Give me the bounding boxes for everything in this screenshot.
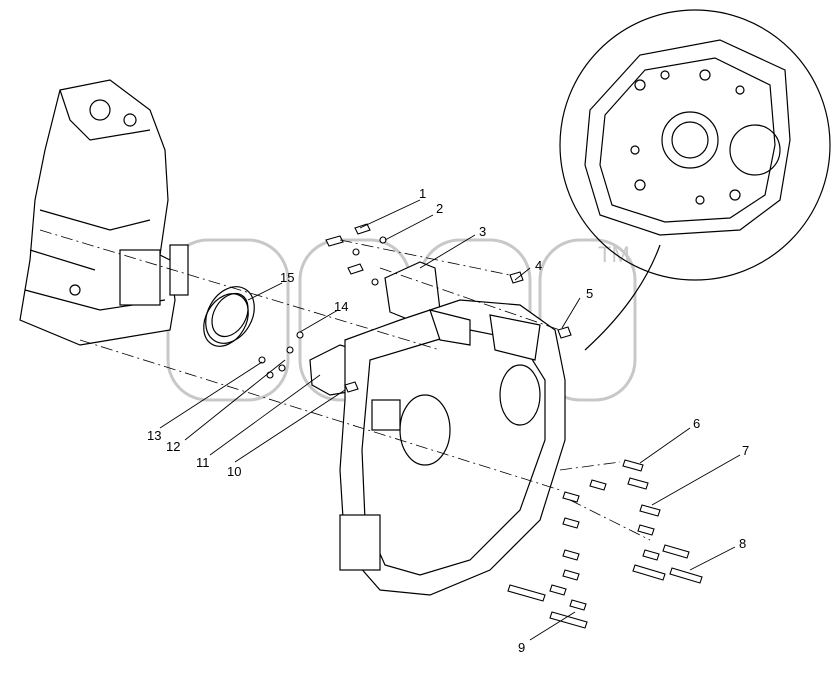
callout-13: 13 <box>147 428 161 443</box>
leader-lines <box>159 199 741 641</box>
small-fasteners <box>258 223 572 393</box>
callout-12: 12 <box>166 439 180 454</box>
watermark-tm: TM <box>598 242 630 267</box>
callout-3: 3 <box>479 224 486 239</box>
callout-6: 6 <box>693 416 700 431</box>
callout-11: 11 <box>196 455 210 470</box>
seal-ring <box>203 286 255 347</box>
callout-labels: 1 2 3 4 5 6 7 8 9 10 11 12 13 14 15 <box>147 186 749 655</box>
callout-10: 10 <box>227 464 241 479</box>
callout-7: 7 <box>742 443 749 458</box>
callout-14: 14 <box>334 299 348 314</box>
callout-4: 4 <box>535 258 542 273</box>
callout-15: 15 <box>280 270 294 285</box>
callout-1: 1 <box>419 186 426 201</box>
bolts <box>507 459 703 629</box>
callout-2: 2 <box>436 201 443 216</box>
callout-5: 5 <box>586 286 593 301</box>
inset-detail <box>559 9 831 351</box>
transmission-housing <box>19 79 189 346</box>
callout-8: 8 <box>739 536 746 551</box>
assembly-axis-lines <box>39 229 651 541</box>
flywheel-housing <box>339 299 566 596</box>
callout-9: 9 <box>518 640 525 655</box>
